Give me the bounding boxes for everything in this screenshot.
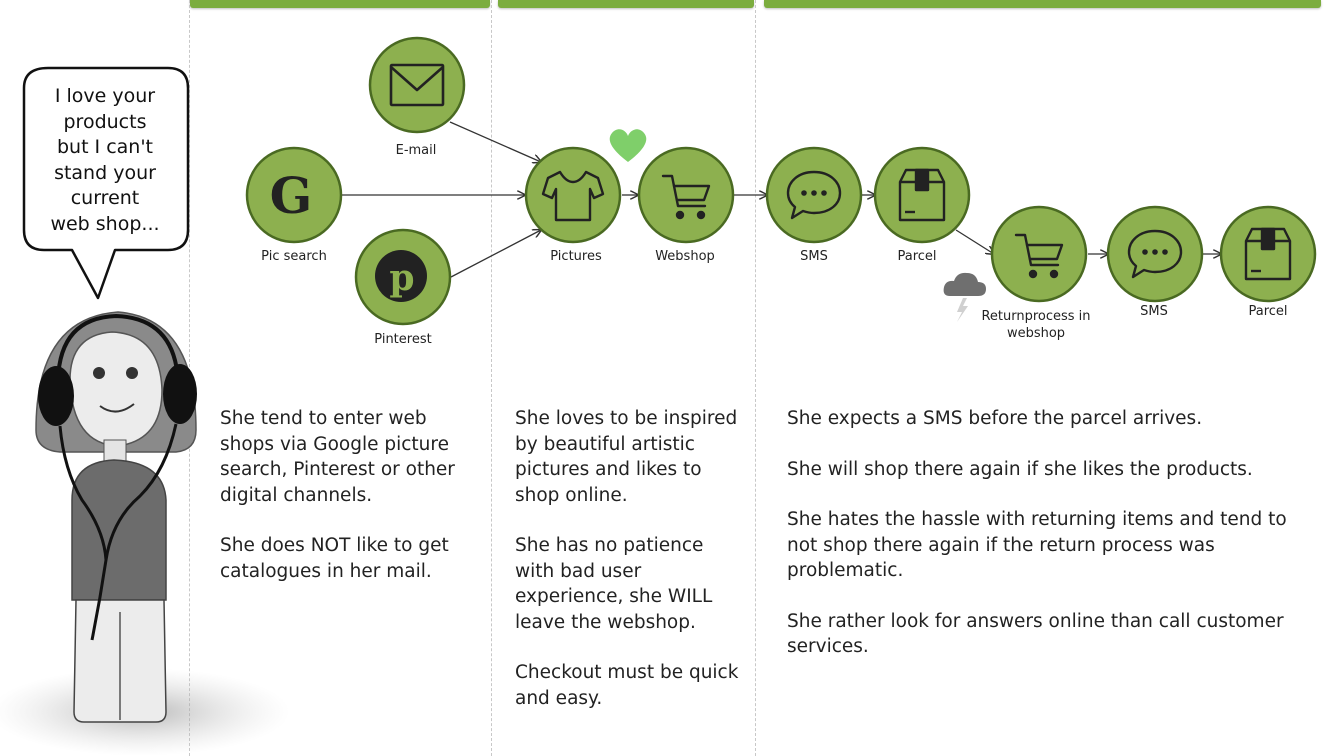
node-label-email: E-mail — [395, 143, 437, 158]
node-label-parcel-1: Parcel — [897, 249, 937, 264]
shopping-cart-icon — [1014, 233, 1064, 279]
persona-figure — [35, 311, 197, 723]
node-label-sms-1: SMS — [800, 249, 828, 264]
column-2-description: She loves to be inspired by beautiful ar… — [515, 406, 741, 736]
column-3-description: She expects a SMS before the parcel arri… — [787, 406, 1315, 685]
bubble-line: I love your — [54, 85, 156, 107]
paragraph: Checkout must be quick and easy. — [515, 662, 739, 709]
node-label-picsearch: Pic search — [261, 249, 327, 264]
node-sms-2[interactable] — [1106, 205, 1204, 303]
bubble-line: web shop... — [50, 212, 160, 235]
node-parcel-2[interactable] — [1219, 205, 1317, 303]
node-sms-1[interactable] — [765, 146, 863, 244]
node-label-returnprocess: Returnprocess in webshop — [981, 309, 1091, 341]
node-pictures[interactable] — [524, 146, 622, 244]
pinterest-icon: p — [375, 250, 427, 302]
shopping-cart-icon — [661, 174, 711, 220]
paragraph: She tend to enter web shops via Google p… — [220, 408, 455, 506]
bubble-line: products — [63, 110, 147, 133]
storm-cloud-icon — [943, 272, 986, 322]
node-email[interactable] — [368, 36, 466, 134]
node-label-pictures: Pictures — [550, 249, 602, 264]
node-pinterest[interactable]: p — [354, 228, 452, 326]
node-returnprocess[interactable] — [990, 205, 1088, 303]
paragraph: She expects a SMS before the parcel arri… — [787, 408, 1203, 429]
envelope-icon — [389, 63, 445, 107]
connectors — [342, 121, 1221, 278]
chat-bubble-icon — [1127, 229, 1183, 279]
speech-bubble-text: I love your products but I can't stand y… — [38, 84, 172, 237]
svg-text:p: p — [389, 257, 414, 299]
paragraph: She loves to be inspired by beautiful ar… — [515, 408, 738, 506]
node-label-parcel-2: Parcel — [1248, 304, 1288, 319]
node-webshop[interactable] — [637, 146, 735, 244]
column-divider-2 — [491, 0, 492, 756]
paragraph: She hates the hassle with returning item… — [787, 509, 1287, 581]
tshirt-icon — [541, 170, 605, 222]
node-label-pinterest: Pinterest — [374, 332, 432, 347]
package-box-icon — [1244, 227, 1292, 281]
node-label-webshop: Webshop — [655, 249, 715, 264]
paragraph: She will shop there again if she likes t… — [787, 458, 1253, 480]
paragraph: She rather look for answers online than … — [787, 610, 1284, 658]
column-divider-3 — [755, 0, 756, 756]
chat-bubble-icon — [786, 170, 842, 220]
google-g-icon: G — [270, 166, 313, 225]
phase-bar-2 — [498, 0, 754, 8]
bubble-line: current — [70, 187, 140, 209]
heart-icon — [609, 129, 647, 162]
phase-bar-1 — [190, 0, 490, 8]
paragraph: She does NOT like to get catalogues in h… — [220, 535, 449, 582]
node-picsearch[interactable]: G — [245, 146, 343, 244]
speech-bubble — [22, 66, 190, 300]
package-box-icon — [898, 168, 946, 222]
phase-bar-3 — [764, 0, 1321, 8]
node-label-sms-2: SMS — [1140, 304, 1168, 319]
column-1-description: She tend to enter web shops via Google p… — [220, 406, 482, 609]
paragraph: She has no patience with bad user experi… — [515, 535, 713, 633]
bubble-line: stand your — [54, 161, 156, 184]
node-parcel-1[interactable] — [873, 146, 971, 244]
bubble-line: but I can't — [56, 136, 154, 158]
